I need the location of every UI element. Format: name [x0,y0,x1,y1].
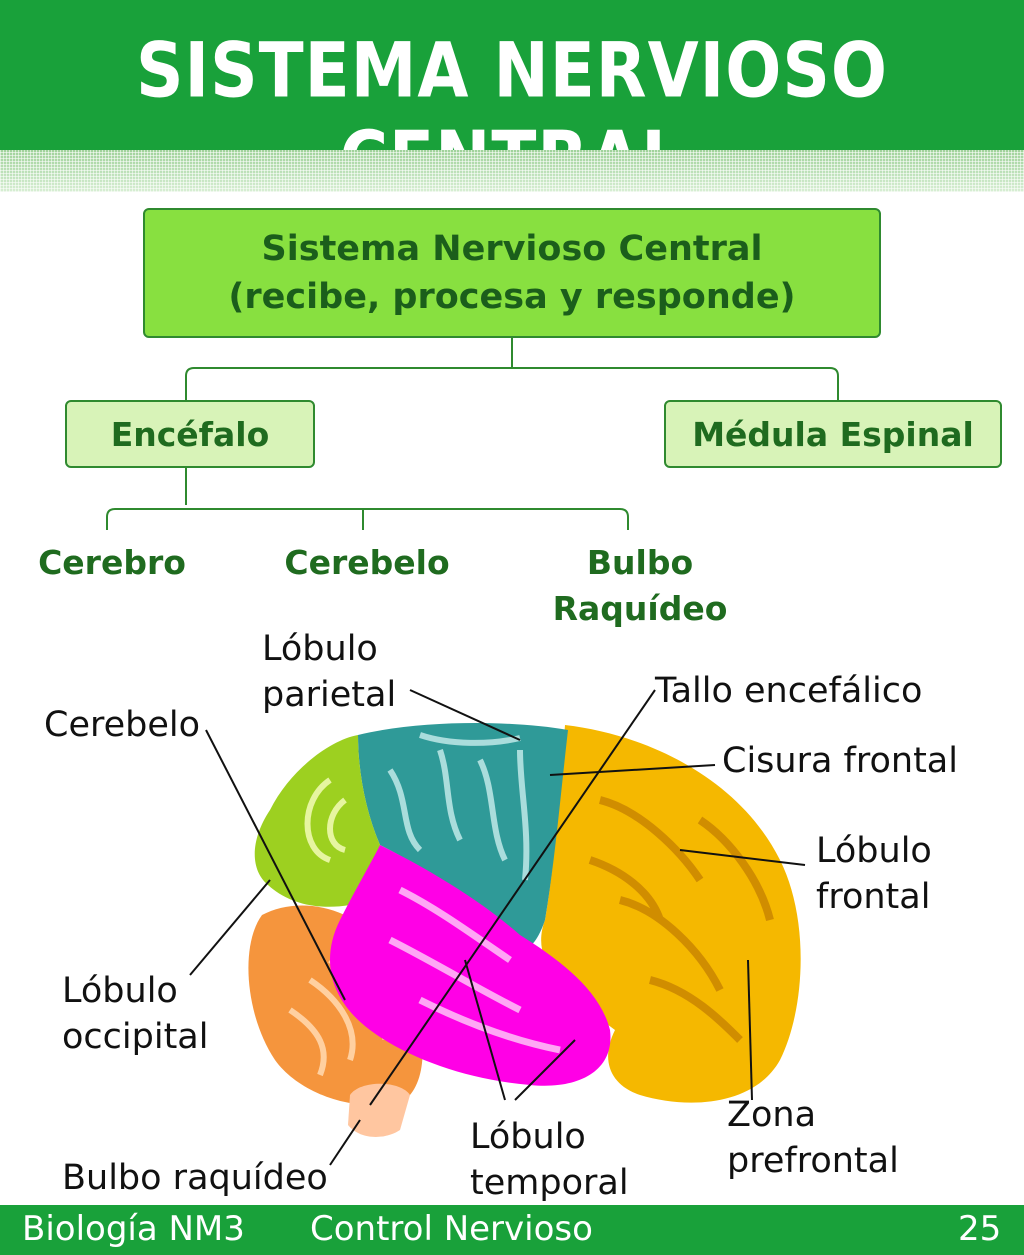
footer-course: Biología NM3 [22,1209,245,1249]
cisura-frontal-label: Cisura frontal [722,741,958,781]
occipital-lobe-region [254,735,380,907]
root-node-title: Sistema Nervioso Central [261,229,763,269]
root-node-box: Sistema Nervioso Central (recibe, proces… [143,208,881,338]
header-bar: SISTEMA NERVIOSO CENTRAL [0,0,1024,204]
zona-prefrontal-line-2: prefrontal [727,1141,899,1181]
bulbo-line-2: Raquídeo [552,589,728,628]
encefalo-label: Encéfalo [110,414,270,454]
tallo-encefalico-label: Tallo encefálico [655,671,923,711]
encefalo-box: Encéfalo [65,400,315,468]
cerebro-label: Cerebro [38,543,186,582]
lobulo-frontal-label: Lóbulo frontal [816,828,932,920]
brainstem-region [348,1083,410,1137]
brain-illustration [248,723,801,1137]
root-node-subtitle: (recibe, procesa y responde) [228,277,796,317]
footer-page-number: 25 [958,1209,1002,1249]
temporal-lobe-region [330,845,611,1086]
lobulo-parietal-label: Lóbulo parietal [262,626,396,718]
lobulo-occipital-line-1: Lóbulo [62,971,178,1011]
cerebelo-label: Cerebelo [284,543,450,582]
lobulo-parietal-line-1: Lóbulo [262,629,378,669]
lobulo-parietal-line-2: parietal [262,675,397,715]
lobulo-occipital-line-2: occipital [62,1017,209,1057]
footer-topic: Control Nervioso [310,1209,593,1249]
zona-prefrontal-line-1: Zona [727,1095,817,1135]
lobulo-frontal-line-1: Lóbulo [816,831,932,871]
cerebelo-brain-label: Cerebelo [44,705,201,745]
lobulo-occipital-label: Lóbulo occipital [62,968,208,1060]
tree-connectors [106,338,839,530]
footer-bar: Biología NM3 Control Nervioso 25 [0,1205,1024,1255]
lobulo-frontal-line-2: frontal [816,877,931,917]
medula-espinal-box: Médula Espinal [664,400,1002,468]
bulbo-raquideo-brain-label: Bulbo raquídeo [62,1158,328,1198]
zona-prefrontal-label: Zona prefrontal [727,1092,899,1184]
leader-lines [189,689,806,1166]
frontal-lobe-region [541,725,801,1103]
bulbo-line-1: Bulbo [586,543,694,582]
lobulo-temporal-line-1: Lóbulo [470,1117,586,1157]
lobulo-temporal-line-2: temporal [470,1163,629,1203]
bulbo-raquideo-label: Bulbo Raquídeo [530,540,750,632]
medula-espinal-label: Médula Espinal [692,414,974,454]
lobulo-temporal-label: Lóbulo temporal [470,1114,629,1206]
header-dither-band [0,150,1024,192]
